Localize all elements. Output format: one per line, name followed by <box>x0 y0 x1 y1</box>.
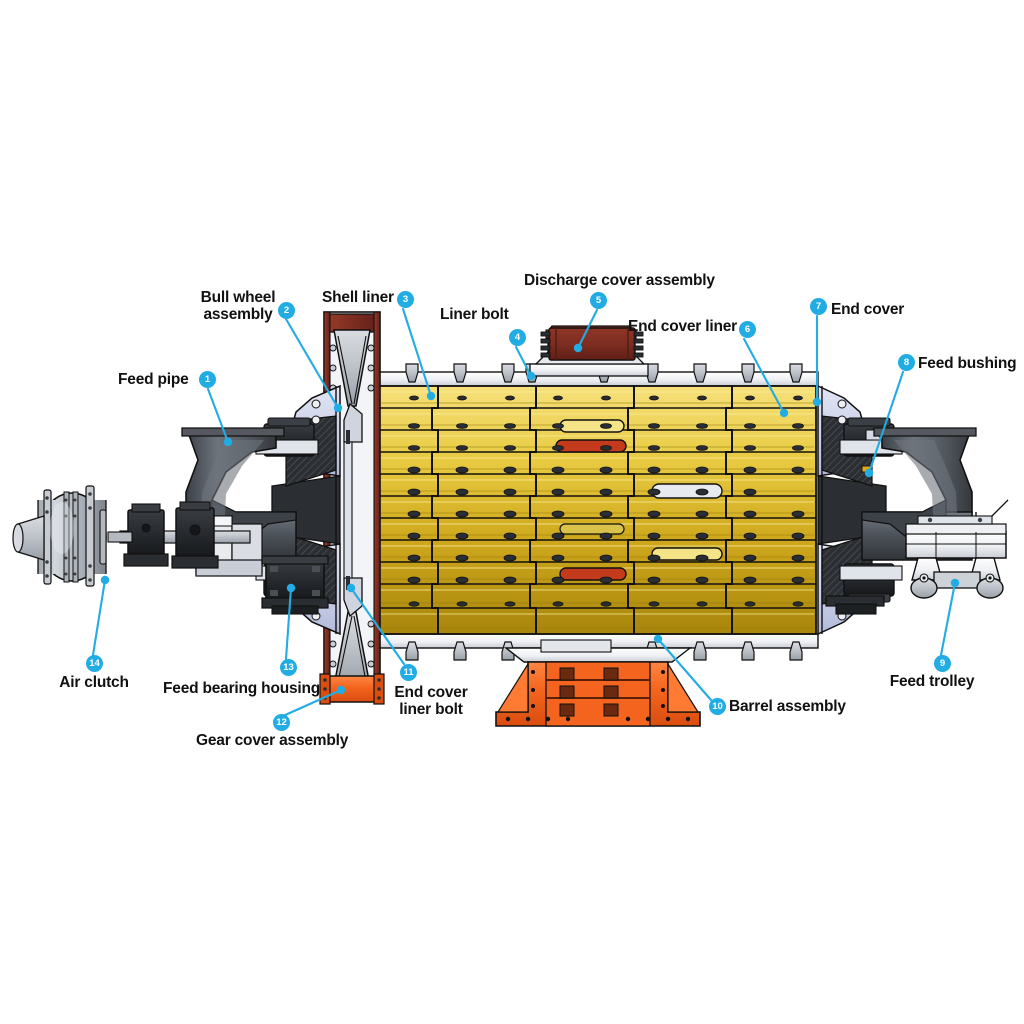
callout-label-11: End cover liner bolt <box>394 684 468 719</box>
anchor-dot-9 <box>950 578 960 588</box>
callout-number-10[interactable]: 10 <box>709 698 726 715</box>
callout-label-8: Feed bushing <box>918 355 1017 372</box>
callout-label-10: Barrel assembly <box>729 698 846 715</box>
anchor-dot-2 <box>333 403 343 413</box>
anchor-dot-8 <box>864 468 874 478</box>
leader-line-8 <box>867 370 905 475</box>
callout-number-7[interactable]: 7 <box>810 298 827 315</box>
leader-line-2 <box>284 317 340 410</box>
callout-number-4[interactable]: 4 <box>509 329 526 346</box>
callout-label-6: End cover liner <box>628 318 737 335</box>
callout-label-3: Shell liner <box>322 289 394 306</box>
callout-label-12: Gear cover assembly <box>196 732 349 749</box>
leader-line-14 <box>91 578 107 657</box>
center-support-pedestal <box>495 639 701 727</box>
callout-number-11[interactable]: 11 <box>400 664 417 681</box>
callout-label-4: Liner bolt <box>440 306 509 323</box>
callout-label-2: Bull wheel assembly <box>200 289 276 324</box>
callout-number-14[interactable]: 14 <box>86 655 103 672</box>
discharge-cover-assembly <box>529 325 649 377</box>
callout-number-3[interactable]: 3 <box>397 291 414 308</box>
anchor-dot-11 <box>346 583 356 593</box>
callout-number-12[interactable]: 12 <box>273 714 290 731</box>
discharge-bearing-support <box>825 595 885 615</box>
anchor-dot-5 <box>573 343 583 353</box>
callout-number-8[interactable]: 8 <box>898 354 915 371</box>
leader-line-11 <box>349 586 406 666</box>
callout-label-9: Feed trolley <box>889 673 975 690</box>
callout-label-13: Feed bearing housing <box>163 680 321 697</box>
gear-cover-assembly <box>319 673 385 705</box>
leader-line-13 <box>284 586 293 661</box>
leader-line-4 <box>514 345 533 378</box>
feed-bearing-housing <box>261 555 329 615</box>
leader-line-9 <box>939 581 957 657</box>
leader-line-3 <box>401 307 433 398</box>
callout-label-14: Air clutch <box>59 674 129 691</box>
leader-line-10 <box>656 637 713 702</box>
air-clutch <box>12 485 107 587</box>
anchor-dot-3 <box>426 391 436 401</box>
anchor-dot-1 <box>223 437 233 447</box>
callout-label-7: End cover <box>831 301 905 318</box>
callout-number-2[interactable]: 2 <box>278 302 295 319</box>
liner-bolt-heads <box>359 395 805 607</box>
leader-line-6 <box>742 337 786 415</box>
callout-number-6[interactable]: 6 <box>739 321 756 338</box>
leader-line-12 <box>281 688 343 718</box>
leader-line-1 <box>206 387 230 444</box>
anchor-dot-14 <box>100 575 110 585</box>
anchor-dot-6 <box>779 408 789 418</box>
callout-label-5: Discharge cover assembly <box>524 272 715 289</box>
anchor-dot-13 <box>286 583 296 593</box>
anchor-dot-10 <box>653 634 663 644</box>
anchor-dot-4 <box>526 371 536 381</box>
callout-number-5[interactable]: 5 <box>590 292 607 309</box>
feed-trolley <box>905 499 1009 599</box>
callout-number-1[interactable]: 1 <box>199 371 216 388</box>
anchor-dot-7 <box>812 397 822 407</box>
callout-label-1: Feed pipe <box>118 371 189 388</box>
callout-number-13[interactable]: 13 <box>280 659 297 676</box>
callout-number-9[interactable]: 9 <box>934 655 951 672</box>
drive-shaft-assembly <box>107 501 251 569</box>
anchor-dot-12 <box>336 685 346 695</box>
leader-line-5 <box>576 308 599 350</box>
shell-section-joints <box>431 386 733 634</box>
callout-anchor-dots <box>100 343 960 695</box>
callout-leader-lines <box>91 307 957 718</box>
barrel-assembly <box>337 363 819 661</box>
